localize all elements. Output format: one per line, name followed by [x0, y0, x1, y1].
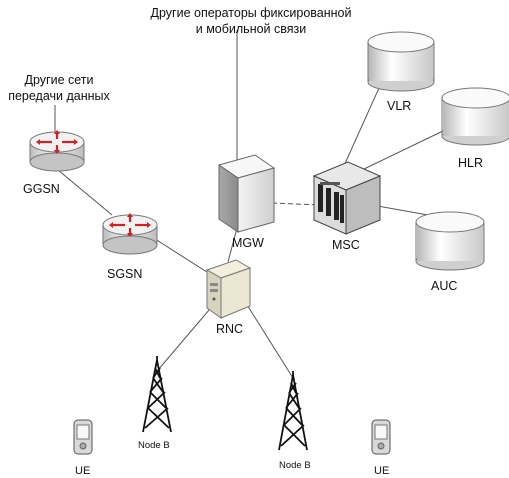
auc-database-icon — [415, 211, 485, 271]
hlr-database-icon — [441, 87, 509, 146]
node-b-left-tower-icon — [142, 356, 172, 433]
connection-lines — [54, 30, 446, 379]
sgsn-router-icon — [102, 213, 158, 255]
label-sgsn: SGSN — [107, 267, 142, 281]
link-rnc-nodeb-left — [157, 302, 216, 371]
label-node-b-left: Node B — [138, 440, 170, 451]
link-mgw-rnc — [227, 227, 238, 263]
label-ue-left: UE — [75, 465, 90, 477]
label-msc: MSC — [332, 238, 360, 252]
link-msc-hlr — [361, 129, 446, 171]
rnc-server-icon — [205, 259, 252, 319]
ggsn-router-icon — [29, 130, 85, 172]
label-vlr: VLR — [387, 99, 411, 113]
label-other-networks-line2: передачи данных — [8, 89, 110, 103]
link-rnc-nodeb-right — [243, 299, 294, 379]
vlr-database-icon — [367, 31, 435, 92]
link-mgw-msc — [271, 202, 321, 206]
label-other-operators-line2: и мобильной связи — [196, 22, 307, 36]
label-other-operators-line1: Другие операторы фиксированной — [151, 6, 352, 20]
msc-device-icon — [312, 161, 382, 235]
label-mgw: MGW — [232, 236, 264, 250]
label-ue-right: UE — [374, 465, 389, 477]
ue-left-phone-icon — [73, 419, 93, 455]
label-node-b-right: Node B — [279, 460, 311, 471]
node-b-right-tower-icon — [278, 371, 308, 451]
label-auc: AUC — [431, 279, 457, 293]
label-hlr: HLR — [458, 156, 483, 170]
label-ggsn: GGSN — [23, 182, 60, 196]
link-sgsn-rnc — [151, 236, 211, 275]
label-rnc: RNC — [216, 322, 243, 336]
ue-right-phone-icon — [371, 419, 391, 455]
mgw-device-icon — [217, 154, 276, 233]
link-msc-auc — [371, 204, 429, 216]
label-other-networks-line1: Другие сети — [25, 73, 94, 87]
link-ggsn-sgsn — [57, 169, 113, 216]
